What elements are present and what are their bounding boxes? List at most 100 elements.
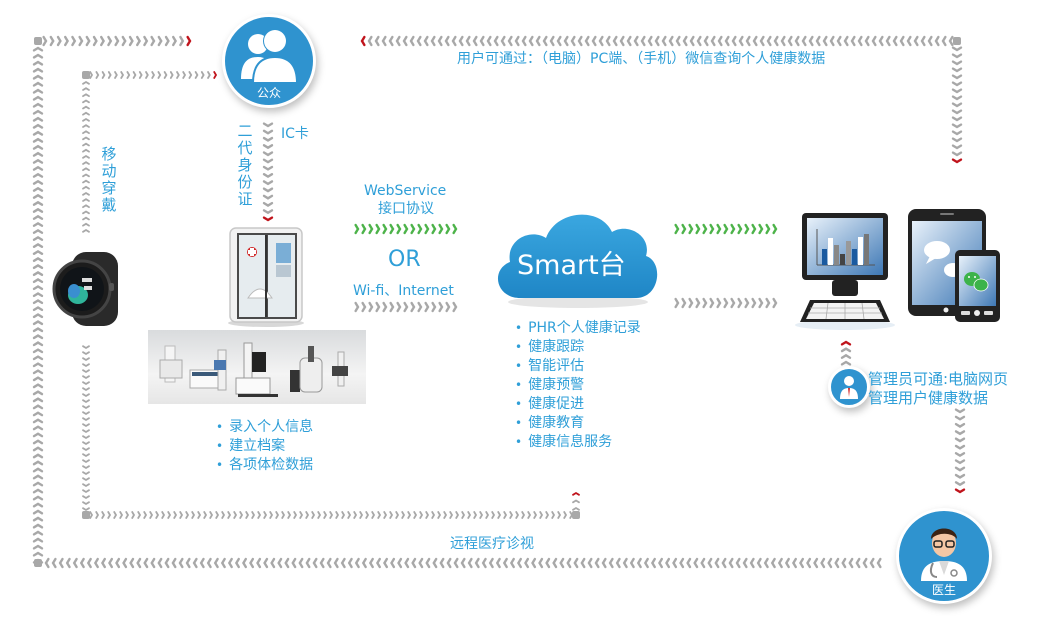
chevron-mark: [587, 557, 593, 569]
chevron-mark: [354, 223, 360, 235]
chevron-mark: [82, 136, 90, 141]
chevron-mark: [557, 511, 562, 519]
chevron-mark: [500, 35, 506, 47]
chevron-mark: [32, 207, 44, 213]
chevron-mark: [396, 301, 402, 313]
chevron-mark: [82, 167, 90, 172]
chevron-mark: [539, 511, 544, 519]
chevron-mark: [572, 499, 580, 504]
chevron-mark: [570, 35, 576, 47]
chevron-mark: [524, 557, 530, 569]
chevron-mark: [899, 35, 905, 47]
admin-text-line2: 管理用户健康数据: [868, 389, 989, 407]
chevron-mark: [82, 130, 90, 135]
chevron-mark: [375, 301, 381, 313]
chevron-mark: [333, 557, 339, 569]
chevron-mark: [353, 511, 358, 519]
chevron-mark: [709, 297, 715, 309]
chevron-mark: [730, 223, 736, 235]
chevron-mark: [724, 35, 730, 47]
chevron-mark: [32, 516, 44, 522]
chevron-mark: [443, 511, 448, 519]
chevron-mark: [284, 557, 290, 569]
chevron-mark: [49, 35, 55, 47]
chevron-mark: [862, 557, 868, 569]
chevron-mark: [449, 511, 454, 519]
chevron-mark: [32, 523, 44, 529]
chevron-mark: [220, 557, 226, 569]
chevron-mark: [56, 35, 62, 47]
chevron-mark: [32, 172, 44, 178]
chevron-mark: [954, 466, 966, 472]
chevron-mark: [151, 71, 156, 79]
function-item: 各项体检数据: [216, 456, 313, 475]
chevron-mark: [281, 511, 286, 519]
chevron-mark: [395, 35, 401, 47]
chevron-mark: [32, 144, 44, 150]
chevron-mark: [563, 511, 568, 519]
chevron-mark: [262, 187, 274, 193]
chevron-mark: [126, 71, 131, 79]
chevron-mark: [32, 551, 44, 557]
chevron-mark: [502, 557, 508, 569]
chevron-mark: [452, 223, 458, 235]
chevron-mark: [951, 109, 963, 115]
chevron-mark: [173, 511, 178, 519]
function-item: 录入个人信息: [216, 418, 313, 437]
chevron-mark: [51, 557, 57, 569]
chevron-mark: [622, 557, 628, 569]
chevron-mark: [693, 557, 699, 569]
chevron-mark: [431, 223, 437, 235]
chevron-mark: [32, 446, 44, 452]
chevron-mark: [119, 511, 124, 519]
chevron-mark: [32, 439, 44, 445]
chevron-mark: [799, 557, 805, 569]
chevron-mark: [293, 511, 298, 519]
chevron-mark: [32, 390, 44, 396]
chevron-mark: [444, 35, 450, 47]
chevron-mark: [674, 297, 680, 309]
chevron-mark: [78, 35, 84, 47]
chevron-mark: [542, 35, 548, 47]
chevron-mark: [840, 353, 852, 359]
chevron-mark: [401, 511, 406, 519]
chevron-mark: [377, 511, 382, 519]
chevron-mark: [164, 35, 170, 47]
chevron-mark: [619, 35, 625, 47]
chevron-mark: [848, 557, 854, 569]
chevron-mark: [131, 511, 136, 519]
chevron-mark: [32, 235, 44, 241]
chevron-mark: [368, 301, 374, 313]
chevron-mark: [347, 511, 352, 519]
chevron-mark: [951, 88, 963, 94]
chevron-mark: [132, 71, 137, 79]
chevron-mark: [82, 198, 90, 202]
chevron-mark: [82, 459, 90, 464]
chevron-mark: [143, 557, 149, 569]
chevron-mark: [612, 35, 618, 47]
chevron-mark: [82, 453, 90, 458]
chevron-mark: [32, 306, 44, 312]
chevron-mark: [58, 557, 64, 569]
chevron-mark: [107, 35, 113, 47]
chevron-mark: [157, 557, 163, 569]
chevron-mark: [82, 417, 90, 422]
chevron-mark: [615, 557, 621, 569]
chevron-mark: [365, 511, 370, 519]
chevron-mark: [368, 557, 374, 569]
chevron-mark: [954, 473, 966, 479]
chevron-mark: [270, 557, 276, 569]
chevron-mark: [716, 297, 722, 309]
chevron-mark: [42, 35, 48, 47]
chevron-mark: [86, 557, 92, 569]
chevron-mark: [32, 53, 44, 59]
chevron-mark: [89, 511, 94, 519]
smartphone-wechat-icon: [955, 250, 1000, 322]
chevron-mark: [262, 216, 274, 222]
chevron-mark: [221, 511, 226, 519]
chevron-mark: [467, 511, 472, 519]
chevron-mark: [813, 557, 819, 569]
chevron-mark: [32, 369, 44, 375]
chevron-mark: [323, 511, 328, 519]
chevron-mark: [906, 35, 912, 47]
